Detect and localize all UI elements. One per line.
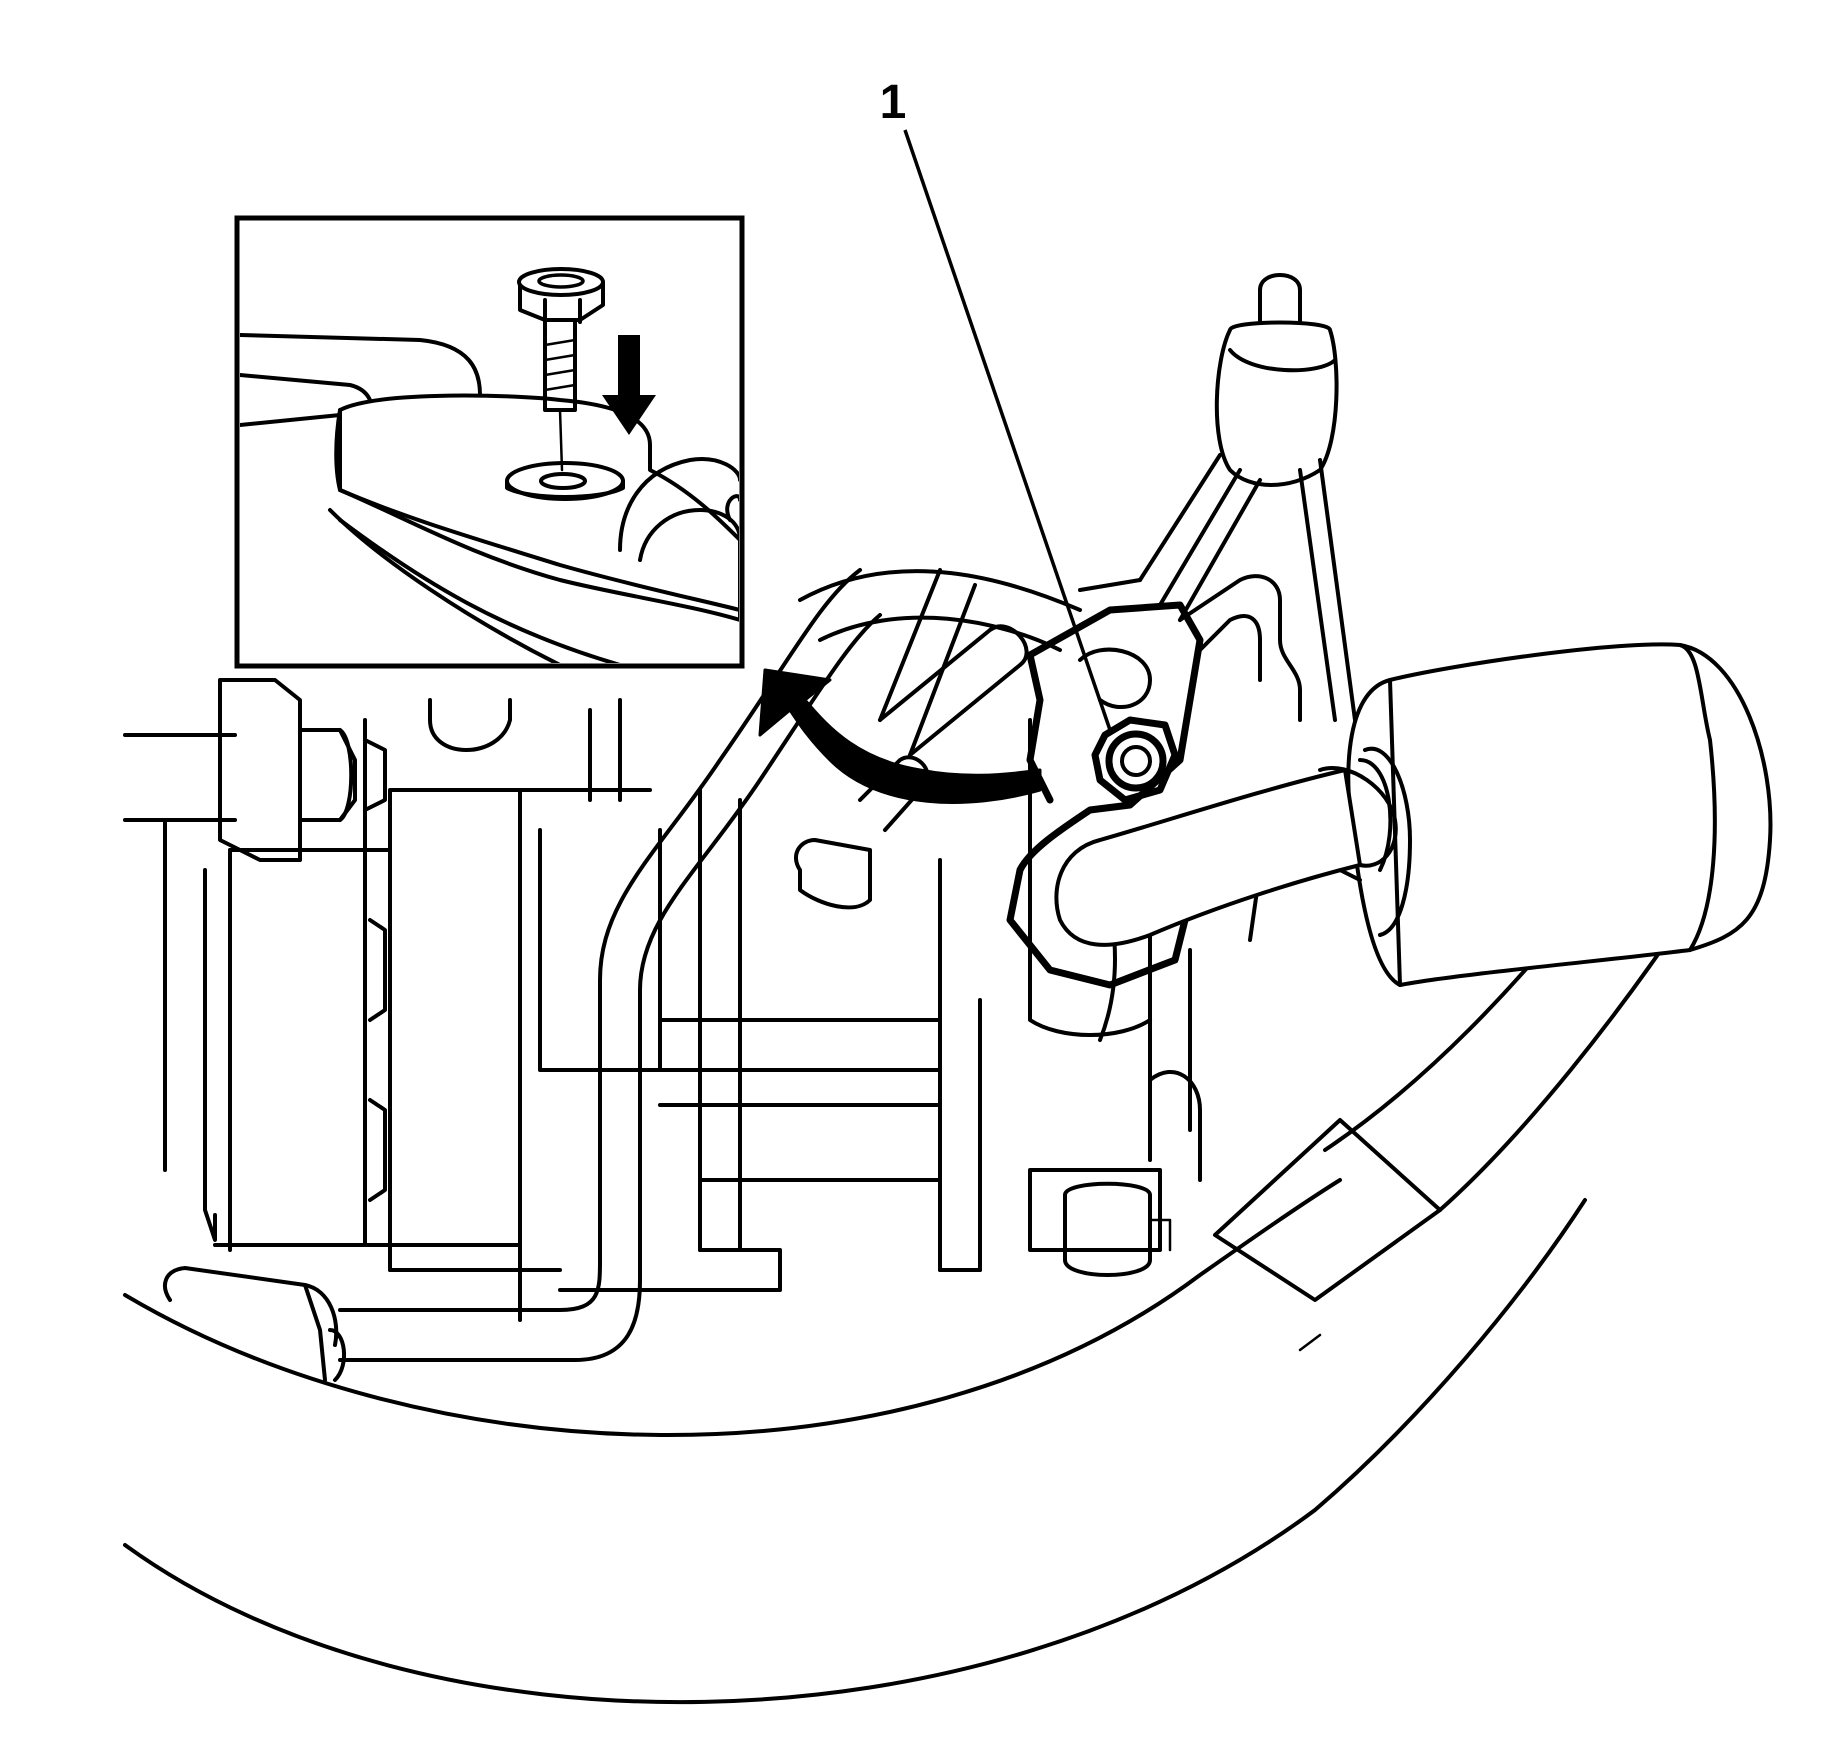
inset-detail [234, 215, 745, 669]
bracket-bars [518, 788, 982, 1292]
linkage-arm [1078, 273, 1362, 942]
fitting-hose [1054, 758, 1398, 947]
down-arrow-icon [602, 335, 656, 435]
hose-end-left [163, 1266, 347, 1382]
splash-shield-inner-arc [123, 1178, 1342, 1437]
callout-1-leader [903, 129, 1112, 731]
canister [1346, 642, 1773, 987]
coolant-pipe [338, 568, 1082, 1362]
upper-brackets [428, 698, 622, 802]
electrical-connector [1028, 1168, 1172, 1277]
shaft-left [123, 678, 357, 862]
bolt [517, 267, 605, 472]
retaining-nut [1091, 716, 1179, 804]
direction-arrow [758, 668, 1042, 804]
callout-1-label: 1 [880, 76, 907, 129]
main-assembly: 1 [123, 76, 1773, 1705]
splash-shield-outer-arc [123, 1198, 1587, 1705]
housing-left [163, 718, 562, 1322]
